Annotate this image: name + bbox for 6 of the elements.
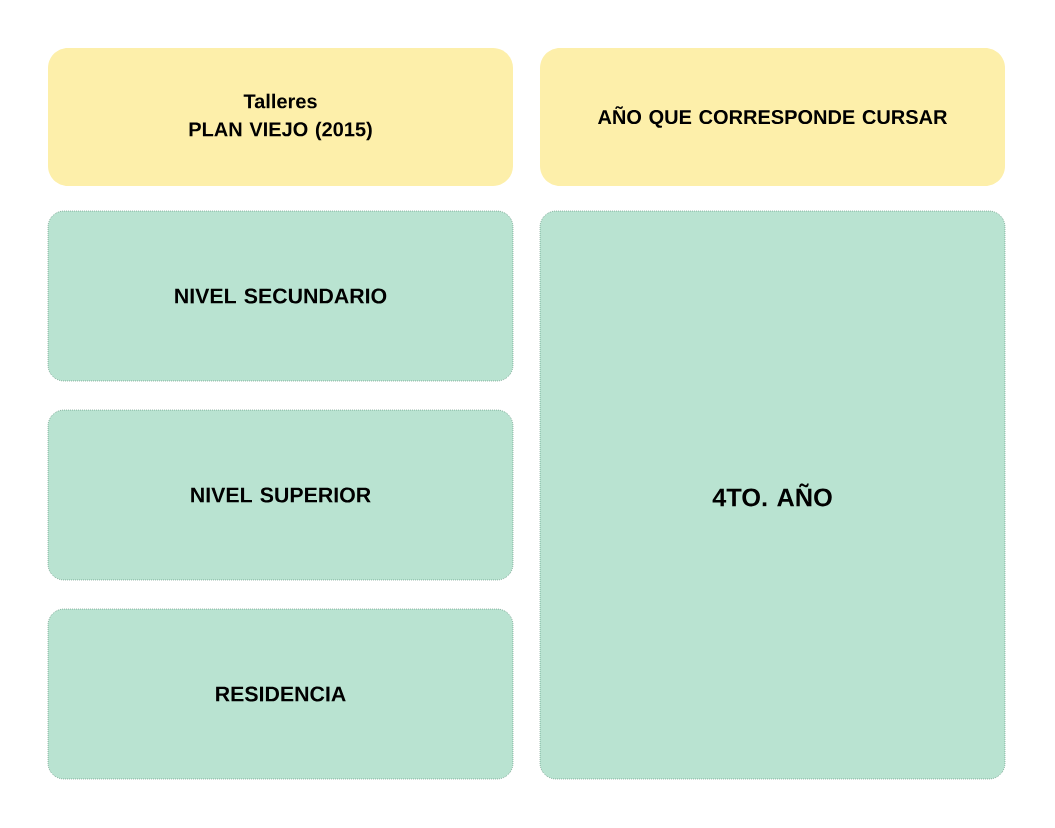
category-box: NIVEL SUPERIOR: [47, 409, 514, 581]
result-box: 4TO. AÑO: [539, 210, 1006, 780]
header-box: Talleres PLAN VIEJO (2015): [48, 48, 513, 186]
category-box: RESIDENCIA: [47, 608, 514, 780]
category-box: NIVEL SECUNDARIO: [47, 210, 514, 382]
header-box: AÑO QUE CORRESPONDE CURSAR: [540, 48, 1005, 186]
